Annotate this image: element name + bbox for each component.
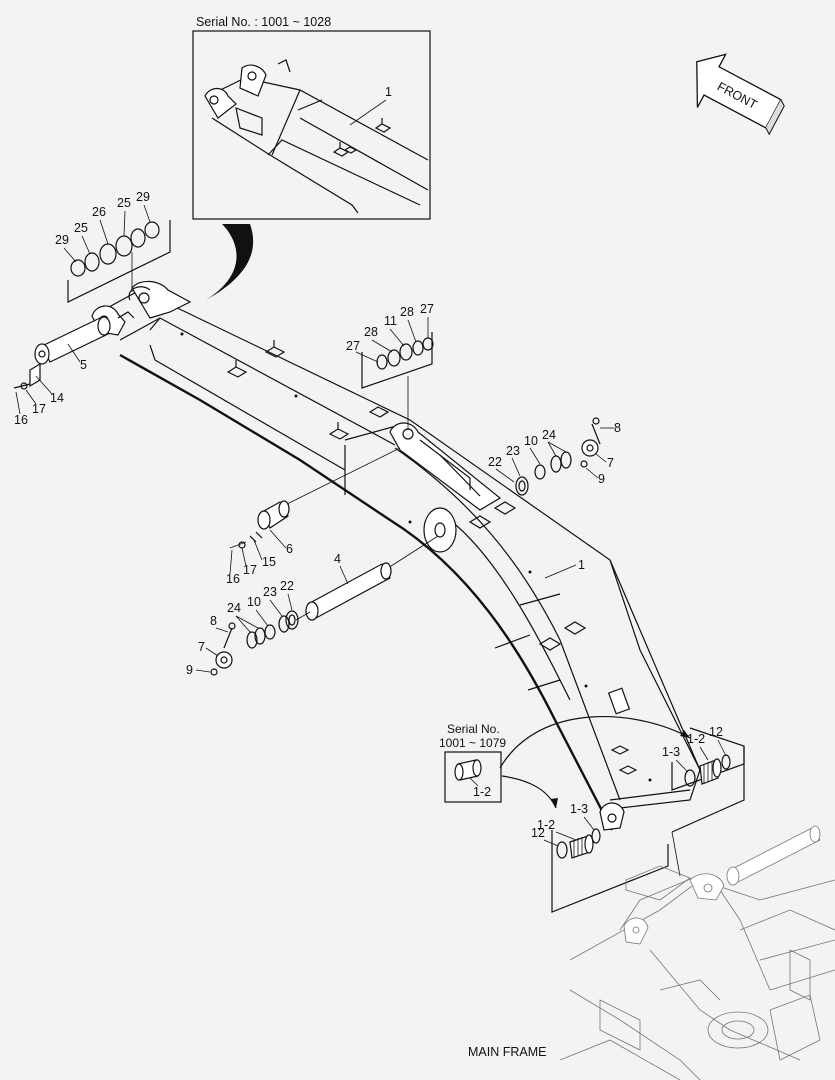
callout-lr-1-3: 1-3 [570, 802, 588, 816]
callout-16b: 16 [226, 572, 240, 586]
arrow-to-left-bushing [501, 775, 557, 809]
left-washer-group-bracket [67, 220, 171, 303]
bushing-serial-line1: Serial No. [447, 722, 500, 736]
callout-top-28b: 28 [400, 305, 414, 319]
callout-pin-5: 5 [80, 358, 87, 372]
callout-left-29a: 29 [55, 233, 69, 247]
callout-r-9: 9 [598, 472, 605, 486]
right-pin-parts [515, 417, 601, 496]
callout-rr-12: 12 [709, 725, 723, 739]
callout-16a: 16 [14, 413, 28, 427]
main-frame-label: MAIN FRAME [468, 1045, 546, 1059]
callout-rr-1-3: 1-3 [662, 745, 680, 759]
arrow-to-right-bushing [499, 716, 691, 769]
callout-l-24: 24 [227, 601, 241, 615]
left-bushing-parts [556, 828, 601, 859]
callout-boom-1: 1 [578, 558, 585, 572]
callout-l-7: 7 [198, 640, 205, 654]
callout-17b: 17 [243, 563, 257, 577]
front-arrow: FRONT [696, 53, 785, 136]
main-frame-drawing [559, 825, 835, 1080]
callout-r-8: 8 [614, 421, 621, 435]
right-bushing-parts [684, 754, 731, 787]
plate-14 [29, 362, 41, 388]
callout-left-26: 26 [92, 205, 106, 219]
callout-r-22: 22 [488, 455, 502, 469]
callout-left-29b: 29 [136, 190, 150, 204]
callout-15: 15 [262, 555, 276, 569]
callout-l-23: 23 [263, 585, 277, 599]
pin-5 [34, 316, 111, 365]
callout-top-27b: 27 [420, 302, 434, 316]
inset-pointer-swoosh [206, 224, 254, 300]
callout-r-7: 7 [607, 456, 614, 470]
callout-l-8: 8 [210, 614, 217, 628]
callout-bush-1-2: 1-2 [473, 785, 491, 799]
callout-lr-1-2: 1-2 [537, 818, 555, 832]
callout-inset-1: 1 [385, 85, 392, 99]
left-pin-parts [210, 610, 299, 676]
callout-6: 6 [286, 542, 293, 556]
callout-r-24: 24 [542, 428, 556, 442]
inset-serial-label: Serial No. : 1001 ~ 1028 [196, 15, 331, 29]
callout-top-27a: 27 [346, 339, 360, 353]
inset-boom-drawing [204, 59, 429, 214]
callout-l-10: 10 [247, 595, 261, 609]
callout-left-25b: 25 [117, 196, 131, 210]
callout-l-22: 22 [280, 579, 294, 593]
boom-body [91, 280, 701, 831]
callout-top-11: 11 [384, 314, 397, 328]
callout-left-25a: 25 [74, 221, 88, 235]
callout-17a: 17 [32, 402, 46, 416]
callout-14: 14 [50, 391, 64, 405]
left-bushing-group-bracket [551, 830, 669, 913]
callout-r-10: 10 [524, 434, 538, 448]
pin-4 [305, 562, 392, 621]
callout-rr-1-2: 1-2 [687, 732, 705, 746]
callout-top-28a: 28 [364, 325, 378, 339]
callout-r-23: 23 [506, 444, 520, 458]
pin-6 [249, 500, 290, 543]
washer-17 [20, 382, 28, 390]
callout-pin-4: 4 [334, 552, 341, 566]
callout-lr-12: 12 [531, 826, 545, 840]
callout-l-9: 9 [186, 663, 193, 677]
bushing-serial-line2: 1001 ~ 1079 [439, 736, 506, 750]
top-washer-stack [376, 337, 434, 370]
bushing-1-2-alt [454, 759, 482, 781]
